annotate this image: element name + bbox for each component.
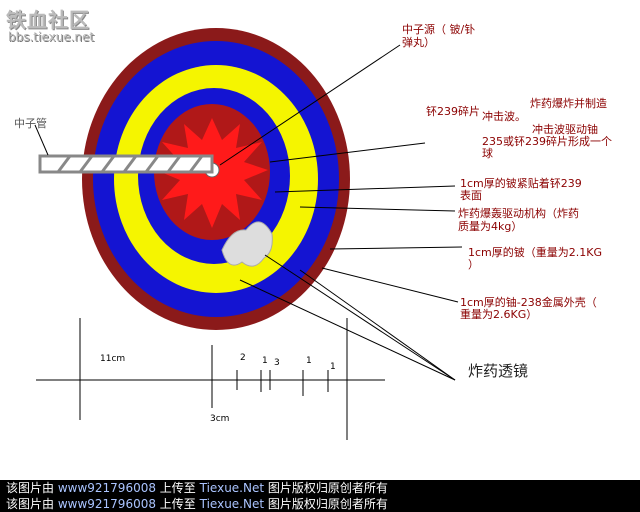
label-be-shell-1: 1cm厚的铍（重量为2.1KG bbox=[468, 246, 602, 259]
label-neutron-tube: 中子管 bbox=[14, 117, 47, 130]
label-u238-shell-2: 重量为2.6KG） bbox=[460, 308, 538, 321]
dimension-11cm: 11cm bbox=[100, 354, 126, 364]
dimension-3cm: 3cm bbox=[210, 414, 230, 424]
footer-prefix: 该图片由 bbox=[6, 497, 58, 511]
label-u238-shell-1: 1cm厚的铀-238金属外壳（ bbox=[460, 296, 597, 309]
leader-lines bbox=[34, 44, 463, 381]
neutron-tube bbox=[38, 154, 214, 174]
dimension-1a: 1 bbox=[262, 356, 268, 366]
footer-mid: 上传至 bbox=[155, 497, 200, 511]
dimension-2: 2 bbox=[240, 353, 246, 363]
dimension-lines bbox=[36, 318, 385, 440]
footer-site: Tiexue.Net bbox=[199, 497, 265, 511]
footer-suffix: 图片版权归原创者所有 bbox=[264, 481, 388, 495]
footer-user: www921796008 bbox=[57, 497, 156, 511]
label-explosive-1: 炸药爆炸并制造 bbox=[530, 97, 607, 110]
label-neutron-source-1: 中子源（ 铍/钋 bbox=[402, 23, 476, 36]
footer-suffix: 图片版权归原创者所有 bbox=[264, 497, 388, 511]
label-be-layer-1: 1cm厚的铍紧贴着钚239 bbox=[460, 177, 582, 190]
label-explosive-drive-1: 炸药爆轰驱动机构（炸药 bbox=[458, 207, 579, 220]
dimension-3: 3 bbox=[274, 358, 280, 368]
label-explosive-drive-2: 质量为4kg） bbox=[458, 220, 523, 233]
label-shock-drive-1: 冲击波驱动铀 bbox=[532, 123, 598, 136]
footer-line-1: 该图片由 www921796008 上传至 Tiexue.Net 图片版权归原创… bbox=[0, 480, 640, 496]
footer-mid: 上传至 bbox=[155, 481, 200, 495]
dimension-1b: 1 bbox=[306, 356, 312, 366]
footer-site: Tiexue.Net bbox=[199, 481, 265, 495]
bomb-cross-section-diagram bbox=[34, 28, 463, 440]
watermark-title: 铁血社区 bbox=[6, 8, 90, 32]
explosive-lens-blob bbox=[221, 221, 273, 267]
footer-line-2: 该图片由 www921796008 上传至 Tiexue.Net 图片版权归原创… bbox=[0, 496, 640, 512]
label-shock-drive-2: 235或钚239碎片形成一个 bbox=[482, 135, 612, 148]
label-pu-fragments: 钚239碎片 bbox=[426, 105, 480, 118]
label-shock-wave: 冲击波。 bbox=[482, 110, 526, 123]
label-be-shell-2: ） bbox=[468, 258, 479, 271]
watermark-url: bbs.tiexue.net bbox=[8, 30, 95, 44]
label-shock-drive-3: 球 bbox=[482, 147, 493, 160]
label-be-layer-2: 表面 bbox=[460, 189, 482, 202]
footer-user: www921796008 bbox=[57, 481, 156, 495]
dimension-1c: 1 bbox=[330, 362, 336, 372]
footer-prefix: 该图片由 bbox=[6, 481, 58, 495]
label-explosive-lens: 炸药透镜 bbox=[468, 362, 529, 380]
footer-credit: 该图片由 www921796008 上传至 Tiexue.Net 图片版权归原创… bbox=[0, 480, 640, 512]
label-neutron-source-2: 弹丸） bbox=[402, 36, 435, 49]
